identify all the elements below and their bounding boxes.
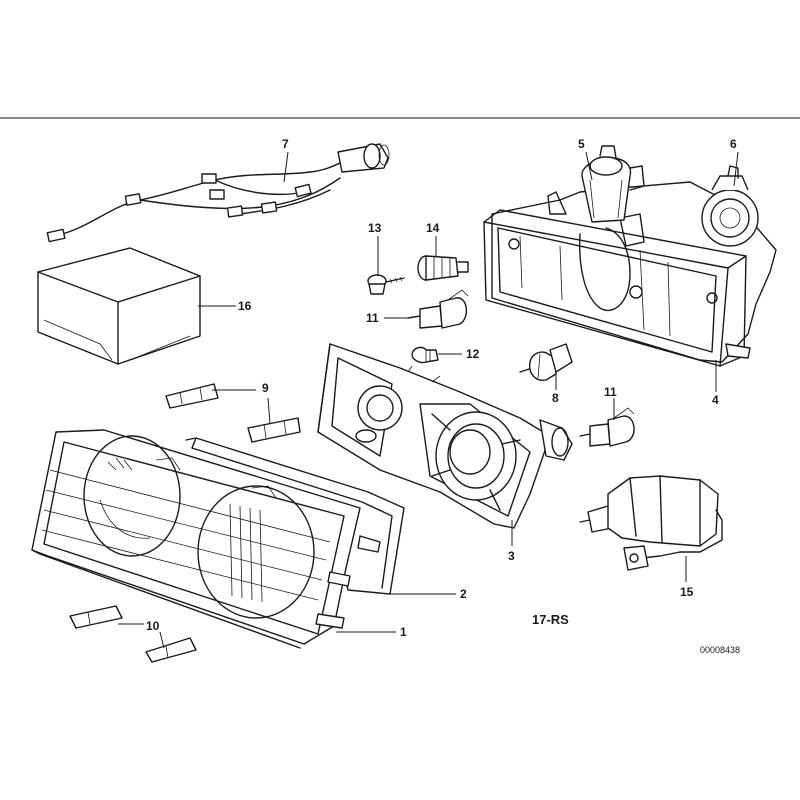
callout-5: 5 — [578, 137, 585, 151]
callout-8: 8 — [552, 391, 559, 405]
clip-part-9-lower[interactable] — [247, 417, 301, 443]
headlight-lens-part-1[interactable] — [31, 429, 361, 649]
bulb-socket-part-5[interactable] — [581, 145, 645, 223]
callout-12: 12 — [466, 347, 480, 361]
bulb-part-8[interactable] — [519, 343, 573, 381]
screw-part-13[interactable] — [367, 274, 405, 295]
callout-10: 10 — [146, 619, 160, 633]
callout-6: 6 — [730, 137, 737, 151]
callout-13: 13 — [368, 221, 382, 235]
gasket-part-2[interactable] — [185, 437, 405, 595]
callout-4: 4 — [712, 393, 719, 407]
wiring-harness-part-7[interactable] — [46, 143, 390, 243]
callout-9: 9 — [262, 381, 269, 395]
leader-lines — [118, 151, 739, 649]
bulb-part-11-lower[interactable] — [579, 407, 635, 447]
bulb-part-12[interactable] — [411, 346, 439, 364]
callout-3: 3 — [508, 549, 515, 563]
callout-1: 1 — [400, 625, 407, 639]
group-code-label: 17-RS — [532, 612, 569, 627]
ignition-unit-part-15[interactable] — [579, 475, 723, 571]
callout-2: 2 — [460, 587, 467, 601]
bulb-socket-part-6[interactable] — [701, 165, 759, 247]
clip-part-10-left[interactable] — [69, 605, 123, 629]
adjusting-element-part-14[interactable] — [417, 255, 469, 281]
box-part-16[interactable] — [37, 247, 201, 365]
callout-11-upper: 11 — [366, 311, 379, 325]
bulb-part-11-upper[interactable] — [407, 289, 469, 329]
callout-11-lower: 11 — [604, 385, 617, 399]
callout-14: 14 — [426, 221, 440, 235]
callout-16: 16 — [238, 299, 252, 313]
callout-15: 15 — [680, 585, 694, 599]
callout-7: 7 — [282, 137, 289, 151]
clip-part-10-right[interactable] — [145, 637, 197, 663]
reflector-part-3[interactable] — [317, 343, 573, 529]
clip-part-9-upper[interactable] — [165, 383, 219, 409]
reference-number: 00008438 — [700, 645, 740, 655]
